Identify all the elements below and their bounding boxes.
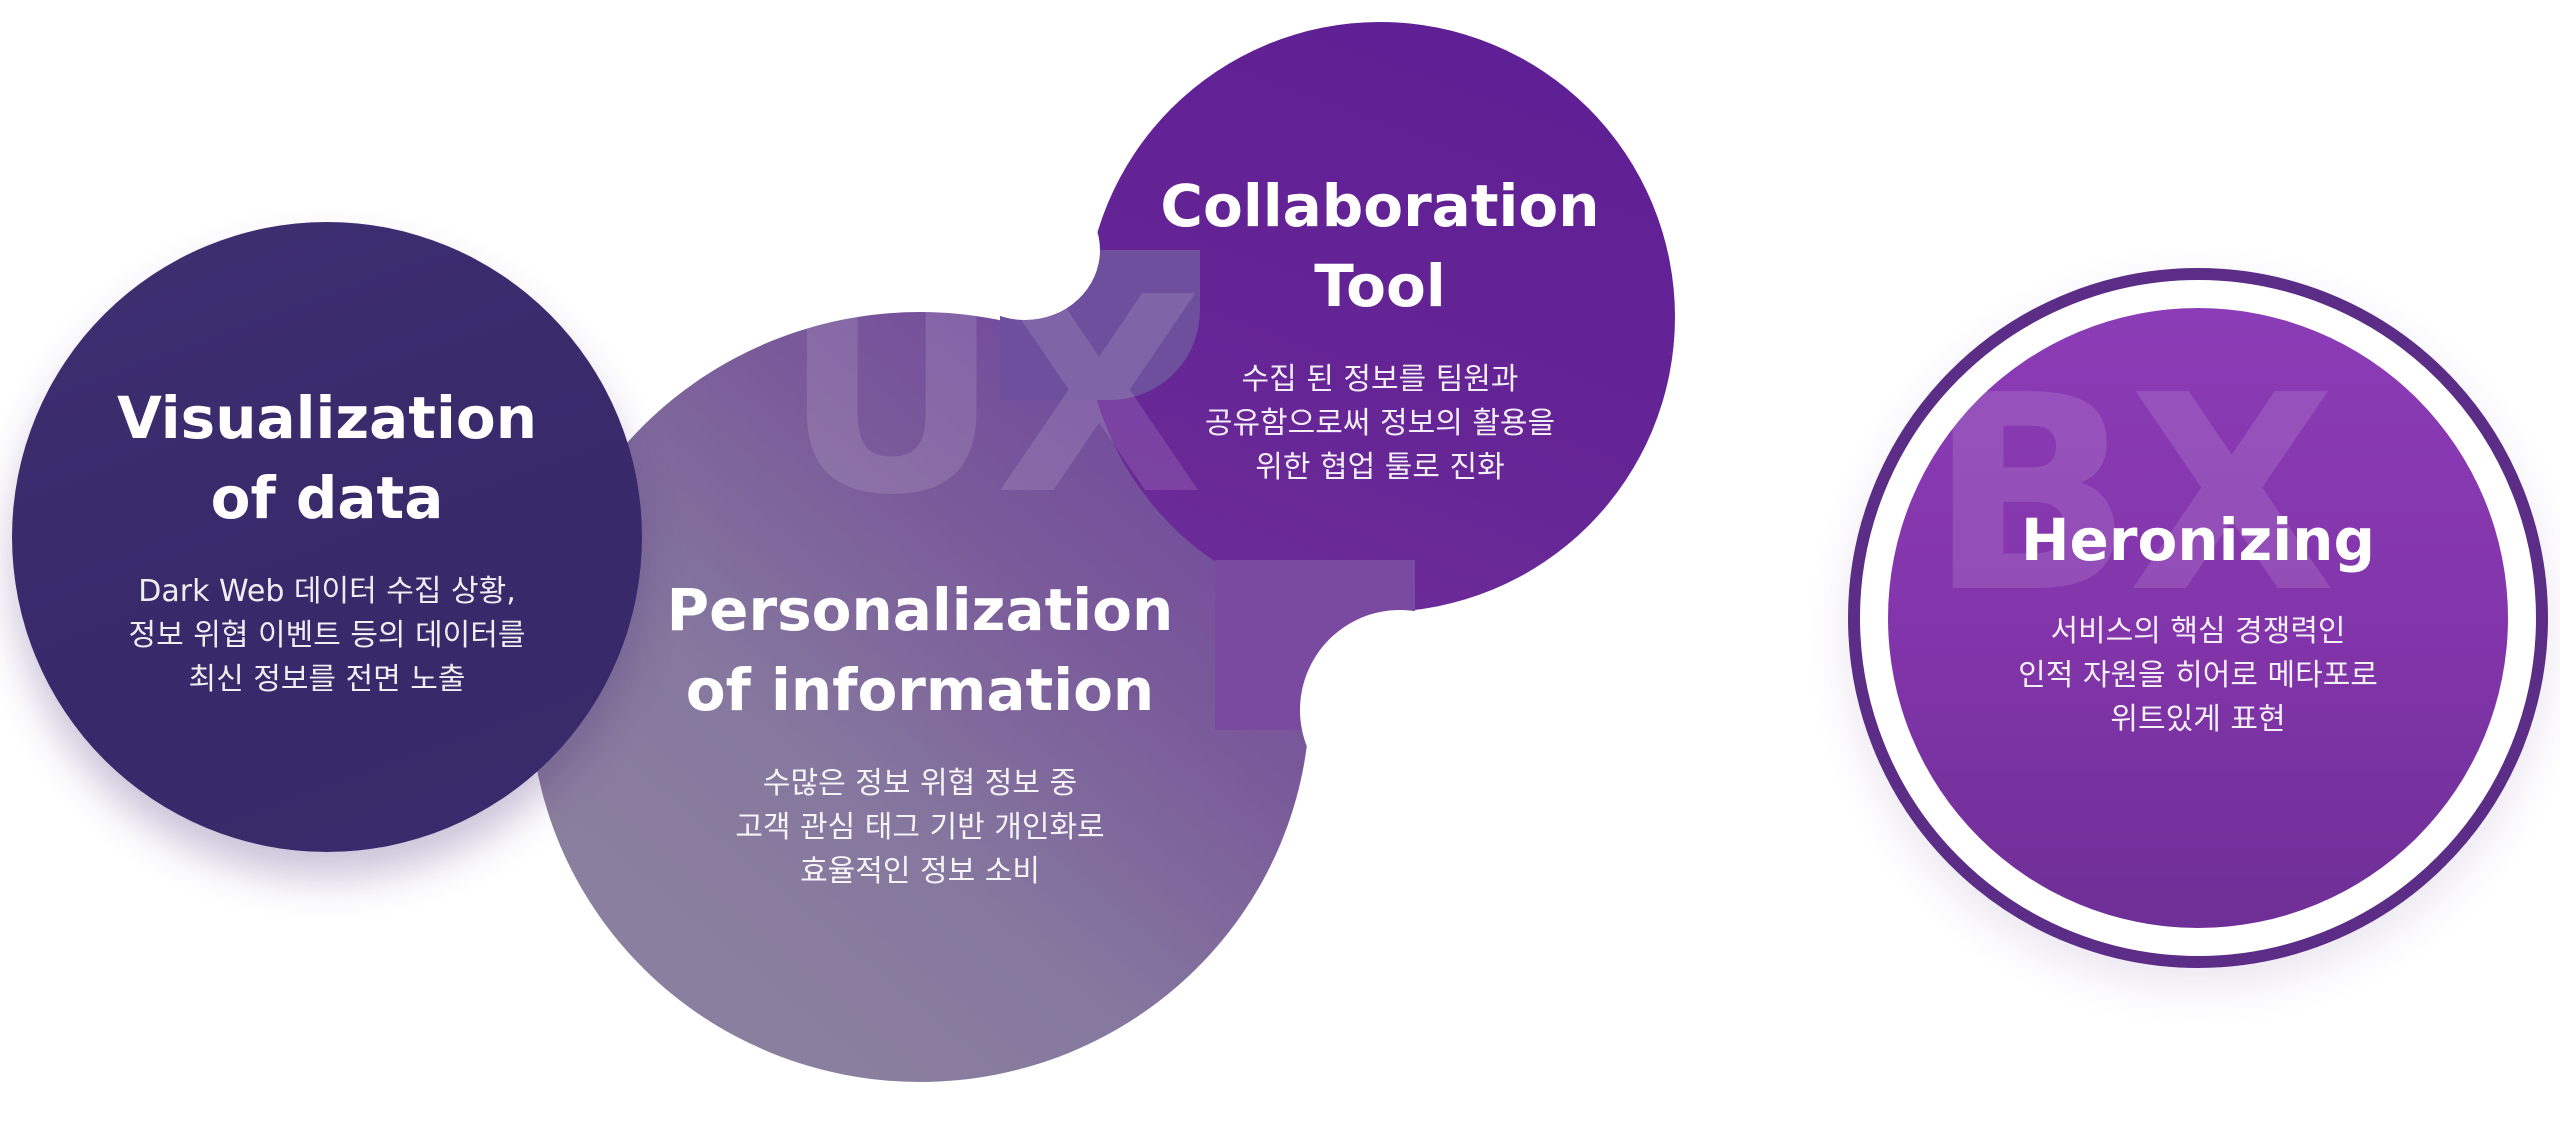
personalization-description: 수많은 정보 위협 정보 중 고객 관심 태그 기반 개인화로 효율적인 정보 …	[620, 762, 1220, 894]
collaboration-desc-line: 위한 협업 툴로 진화	[1255, 450, 1505, 485]
collaboration-title: Collaboration Tool	[1085, 166, 1675, 326]
visualization-circle	[12, 222, 642, 852]
visualization-desc-line: Dark Web 데이터 수집 상황,	[138, 574, 516, 609]
heronizing-description: 서비스의 핵심 경쟁력인 인적 자원을 히어로 메타포로 위트있게 표현	[1888, 610, 2508, 742]
personalization-desc-line: 수많은 정보 위협 정보 중	[762, 766, 1078, 801]
heronizing-desc-line: 서비스의 핵심 경쟁력인	[2050, 614, 2346, 649]
heronizing-circle	[1888, 308, 2508, 928]
ux-watermark: UX	[782, 239, 1203, 554]
visualization-description: Dark Web 데이터 수집 상황, 정보 위협 이벤트 등의 데이터를 최신…	[12, 570, 642, 702]
visualization-title-line: of data	[210, 464, 444, 532]
blob-notch-top	[950, 180, 1100, 320]
heronizing-title-line: Heronizing	[2021, 506, 2375, 574]
personalization-desc-line: 효율적인 정보 소비	[800, 854, 1040, 889]
visualization-desc-line: 정보 위협 이벤트 등의 데이터를	[128, 618, 526, 653]
collaboration-title-line: Tool	[1314, 252, 1446, 320]
visualization-title-line: Visualization	[116, 384, 538, 452]
blob-notch-low	[1300, 610, 1500, 810]
personalization-desc-line: 고객 관심 태그 기반 개인화로	[735, 810, 1105, 845]
collaboration-description: 수집 된 정보를 팀원과 공유함으로써 정보의 활용을 위한 협업 툴로 진화	[1085, 358, 1675, 490]
personalization-title-line: Personalization	[666, 576, 1174, 644]
visualization-desc-line: 최신 정보를 전면 노출	[188, 662, 466, 697]
heronizing-title: Heronizing	[1888, 500, 2508, 580]
bx-watermark: BX	[1928, 337, 2336, 652]
collaboration-desc-line: 공유함으로써 정보의 활용을	[1204, 406, 1556, 441]
personalization-title: Personalization of information	[620, 570, 1220, 730]
personalization-title-line: of information	[685, 656, 1155, 724]
visualization-title: Visualization of data	[12, 378, 642, 538]
collaboration-title-line: Collaboration	[1160, 172, 1600, 240]
heronizing-desc-line: 위트있게 표현	[2110, 702, 2286, 737]
heronizing-desc-line: 인적 자원을 히어로 메타포로	[2018, 658, 2378, 693]
collaboration-desc-line: 수집 된 정보를 팀원과	[1241, 362, 1519, 397]
